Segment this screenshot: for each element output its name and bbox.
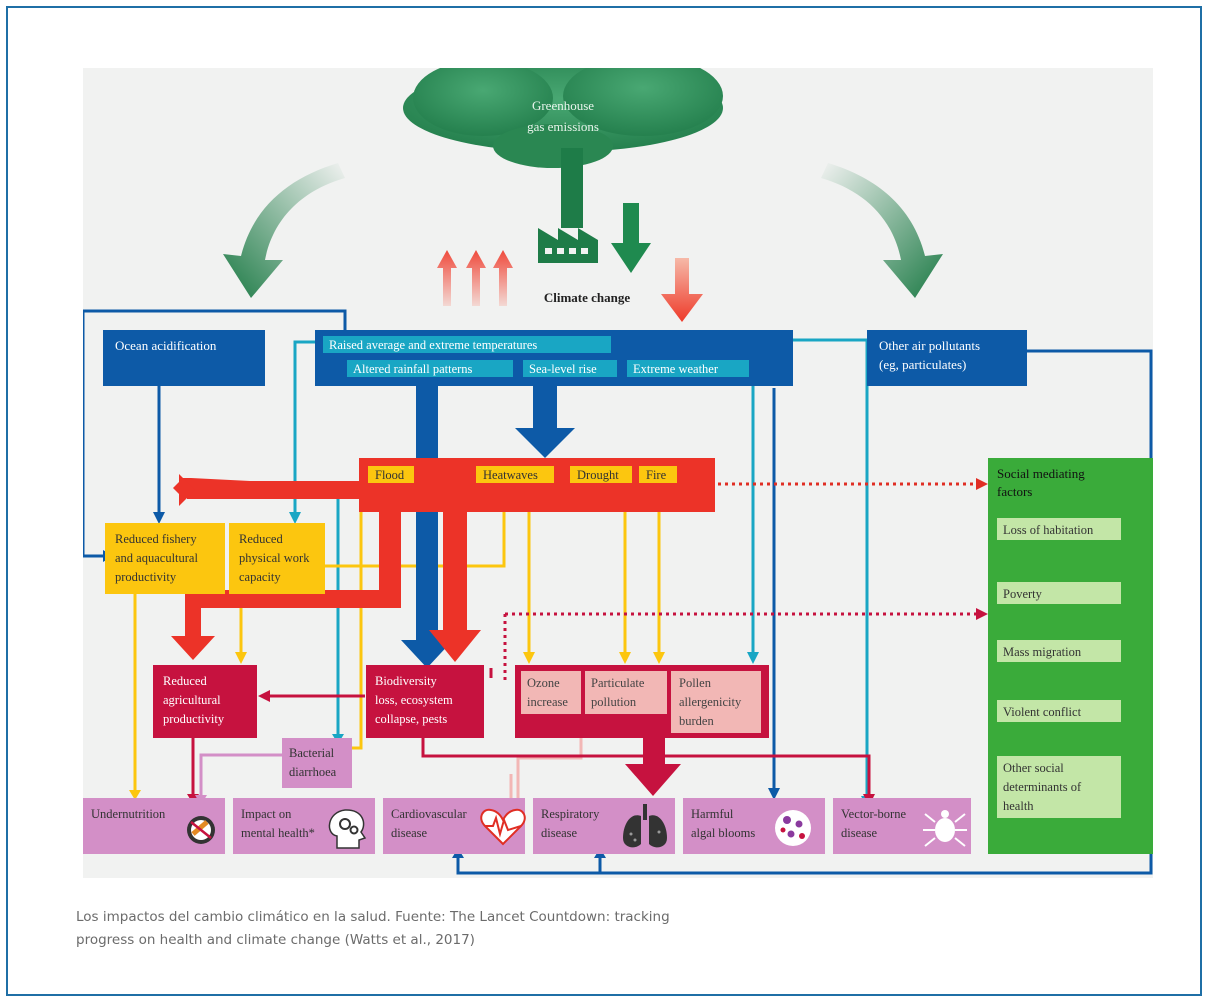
emissions-cloud: Greenhouse gas emissions — [403, 68, 723, 228]
biodiv-line-2: loss, ecosystem — [375, 693, 453, 707]
other-air-pollutants-box: Other air pollutants (eg, particulates) — [867, 330, 1027, 386]
agri-line-2: agricultural — [163, 693, 221, 707]
biodiversity-box: Biodiversity loss, ecosystem collapse, p… — [366, 665, 484, 738]
navy-flow-hazards — [515, 386, 575, 458]
violent-conflict-label: Violent conflict — [1003, 705, 1082, 719]
red-flow-agri — [171, 512, 401, 660]
particulate-line-2: pollution — [591, 695, 637, 709]
pollen-line-1: Pollen — [679, 676, 712, 690]
poverty-label: Poverty — [1003, 587, 1043, 601]
fishery-line-3: productivity — [115, 570, 177, 584]
vector-line-2: disease — [841, 826, 878, 840]
climate-health-diagram: Greenhouse gas emissions Climate change — [83, 68, 1153, 878]
cardio-line-1: Cardiovascular — [391, 807, 468, 821]
physical-line-1: Reduced — [239, 532, 283, 546]
heat-up-arrows — [437, 250, 513, 306]
cloud-label-line-1: Greenhouse — [532, 98, 594, 113]
maroon-flow-respiratory — [625, 728, 681, 796]
cloud-label-line-2: gas emissions — [527, 119, 599, 134]
ocean-acidification-label: Ocean acidification — [115, 338, 217, 353]
sea-level-label: Sea-level rise — [529, 362, 597, 376]
mental-line-2: mental health* — [241, 826, 315, 840]
biodiv-line-1: Biodiversity — [375, 674, 438, 688]
bacterial-line-2: diarrhoea — [289, 765, 337, 779]
heart-icon — [480, 808, 526, 846]
other-air-line-1: Other air pollutants — [879, 338, 980, 353]
climate-effects-box: Raised average and extreme temperatures … — [315, 330, 793, 386]
mass-migration-label: Mass migration — [1003, 645, 1082, 659]
flood-label: Flood — [375, 468, 405, 482]
climate-change-label: Climate change — [544, 290, 631, 305]
social-title-line-2: factors — [997, 484, 1032, 499]
fire-label: Fire — [646, 468, 667, 482]
outcome-undernutrition: Undernutrition — [83, 798, 225, 854]
cardio-line-2: disease — [391, 826, 428, 840]
caption-line-2: progress on health and climate change (W… — [76, 932, 475, 948]
vector-line-1: Vector-borne — [841, 807, 906, 821]
left-sweep-arrow — [223, 163, 345, 298]
ozone-line-2: increase — [527, 695, 568, 709]
extreme-weather-label: Extreme weather — [633, 362, 719, 376]
drought-label: Drought — [577, 468, 619, 482]
algae-icon — [775, 810, 811, 846]
physical-work-box: Reduced physical work capacity — [229, 523, 325, 594]
head-gears-icon — [328, 809, 367, 849]
article-frame: Greenhouse gas emissions Climate change — [6, 6, 1202, 996]
agri-line-3: productivity — [163, 712, 225, 726]
right-sweep-arrow — [821, 163, 943, 298]
outcome-algal-blooms: Harmful algal blooms — [683, 798, 825, 854]
agri-line-1: Reduced — [163, 674, 207, 688]
particulate-line-1: Particulate — [591, 676, 645, 690]
bacterial-box: Bacterial diarrhoea — [282, 738, 352, 788]
respiratory-line-1: Respiratory — [541, 807, 600, 821]
bacterial-line-1: Bacterial — [289, 746, 335, 760]
social-factors-panel: Social mediating factors Loss of habitat… — [988, 458, 1153, 854]
other-social-line-3: health — [1003, 799, 1034, 813]
outcome-mental-health: Impact on mental health* — [233, 798, 375, 854]
biodiv-line-3: collapse, pests — [375, 712, 447, 726]
agricultural-box: Reduced agricultural productivity — [153, 665, 257, 738]
no-food-icon — [187, 816, 215, 844]
figure-caption: Los impactos del cambio climático en la … — [76, 906, 816, 952]
raised-temperatures-label: Raised average and extreme temperatures — [329, 338, 537, 352]
navy-flow-biodiversity — [401, 386, 453, 668]
hazard-labels: Flood Heatwaves Drought Fire — [368, 466, 677, 483]
air-pollution-box: Ozone increase Particulate pollution Pol… — [515, 665, 769, 738]
factory-icon — [538, 228, 598, 263]
other-air-line-2: (eg, particulates) — [879, 357, 966, 372]
pollen-line-2: allergenicity — [679, 695, 742, 709]
lungs-icon — [623, 804, 667, 848]
climate-down-arrow — [661, 258, 703, 322]
loss-habitation-label: Loss of habitation — [1003, 523, 1094, 537]
outcome-vector-borne: Vector-borne disease — [833, 798, 971, 854]
rainfall-label: Altered rainfall patterns — [353, 362, 473, 376]
other-social-line-1: Other social — [1003, 761, 1064, 775]
physical-line-3: capacity — [239, 570, 281, 584]
fishery-line-1: Reduced fishery — [115, 532, 197, 546]
pollen-line-3: burden — [679, 714, 714, 728]
respiratory-line-2: disease — [541, 826, 578, 840]
outcome-respiratory: Respiratory disease — [533, 798, 675, 854]
tick-icon — [923, 810, 967, 847]
undernutrition-label: Undernutrition — [91, 807, 166, 821]
algal-line-2: algal blooms — [691, 826, 755, 840]
other-social-line-2: determinants of — [1003, 780, 1082, 794]
emission-down-arrow — [611, 203, 651, 273]
caption-line-1: Los impactos del cambio climático en la … — [76, 909, 670, 925]
fishery-box: Reduced fishery and aquacultural product… — [105, 523, 225, 594]
social-title-line-1: Social mediating — [997, 466, 1085, 481]
outcome-cardiovascular: Cardiovascular disease — [383, 798, 526, 854]
ozone-line-1: Ozone — [527, 676, 560, 690]
red-flow-biodiv — [429, 512, 481, 662]
mental-line-1: Impact on — [241, 807, 292, 821]
heatwaves-label: Heatwaves — [483, 468, 538, 482]
algal-line-1: Harmful — [691, 807, 734, 821]
physical-line-2: physical work — [239, 551, 310, 565]
fishery-line-2: and aquacultural — [115, 551, 198, 565]
ocean-acidification-box: Ocean acidification — [103, 330, 265, 386]
